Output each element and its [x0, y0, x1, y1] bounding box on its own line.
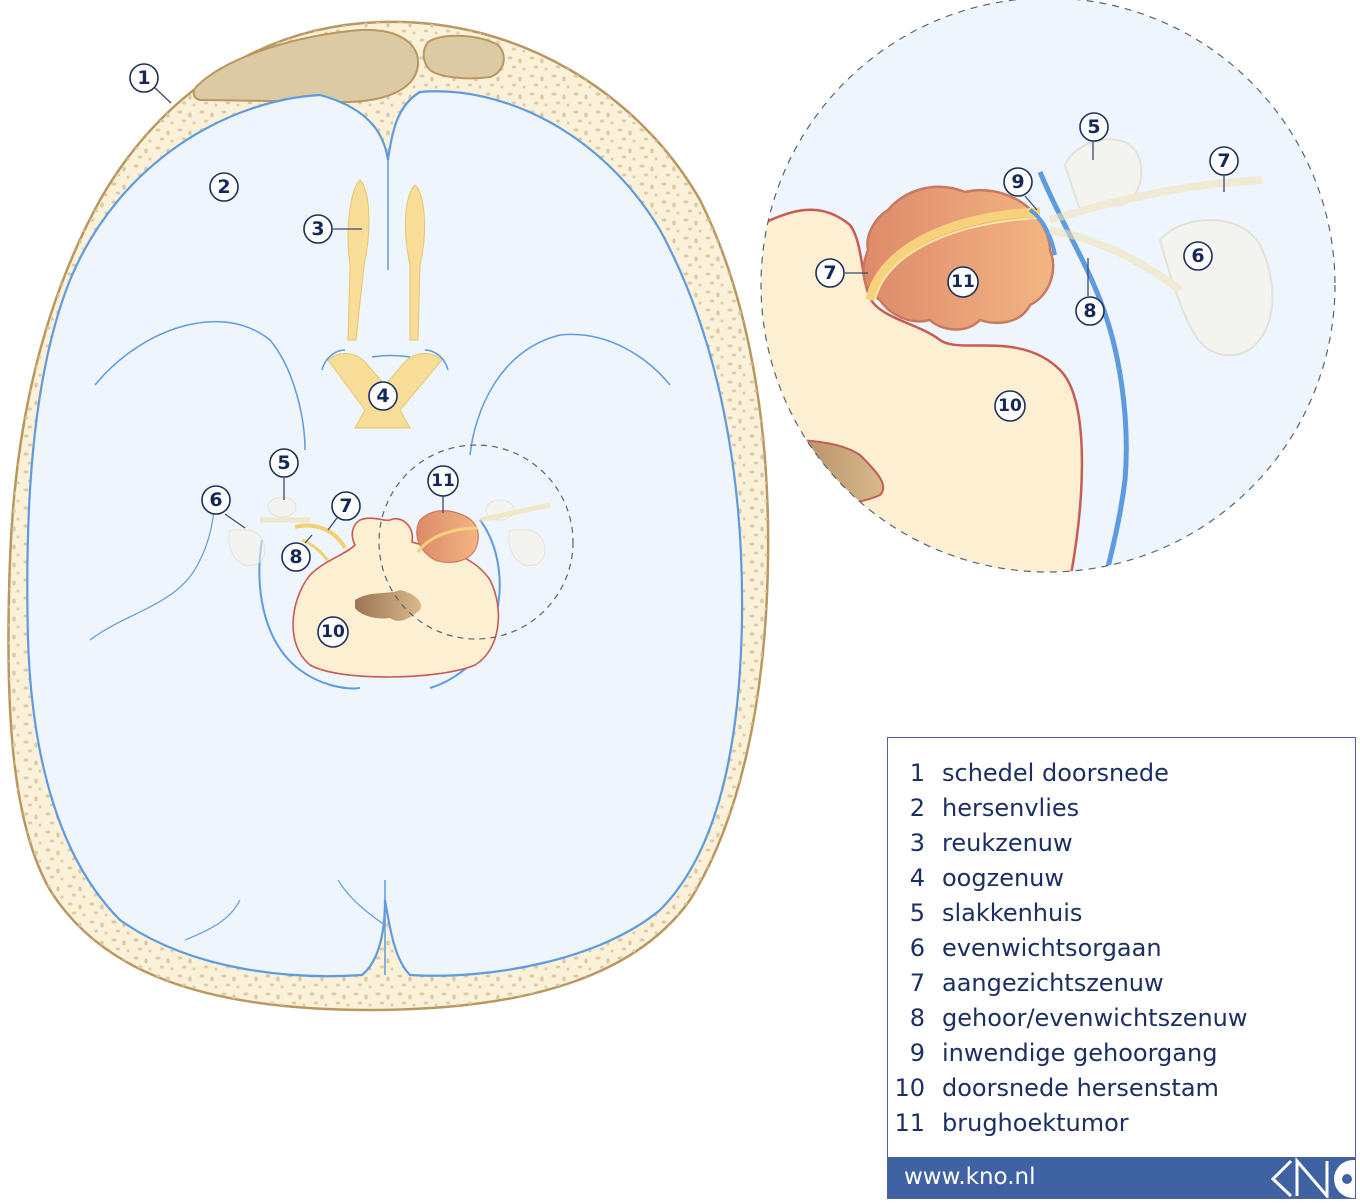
- legend-item: 10 doorsnede hersenstam: [888, 1071, 1355, 1106]
- svg-text:4: 4: [376, 385, 389, 407]
- legend-item: 1 schedel doorsnede: [888, 756, 1355, 791]
- legend-item-label: schedel doorsnede: [942, 759, 1169, 787]
- legend-item-number: 8: [909, 1004, 925, 1032]
- inner-ear-left: [228, 496, 310, 567]
- callout-8: 8: [281, 542, 311, 572]
- legend-item: 9 inwendige gehoorgang: [888, 1036, 1355, 1071]
- detail-view: 5 7 9 7 11 6 8 10: [760, 0, 1336, 573]
- callout-4: 4: [368, 381, 398, 411]
- legend-item-label: inwendige gehoorgang: [942, 1039, 1218, 1067]
- svg-text:7: 7: [1217, 150, 1230, 172]
- svg-text:7: 7: [823, 262, 836, 284]
- svg-text:10: 10: [998, 396, 1022, 416]
- detail-callout-5: 5: [1079, 112, 1109, 142]
- legend-item-label: hersenvlies: [942, 794, 1080, 822]
- legend-item-number: 7: [909, 969, 925, 997]
- callout-3: 3: [303, 214, 333, 244]
- svg-text:5: 5: [1087, 116, 1100, 138]
- svg-text:8: 8: [289, 546, 302, 568]
- detail-callout-9: 9: [1003, 167, 1033, 197]
- svg-text:7: 7: [339, 495, 352, 517]
- skull-main-view: 1 2 3 4 5 6 7 8 10 11: [7, 20, 770, 1012]
- legend-item: 4 oogzenuw: [888, 861, 1355, 896]
- legend-item-label: gehoor/evenwichtszenuw: [942, 1004, 1248, 1032]
- legend-item-number: 4: [909, 864, 925, 892]
- legend-item-label: reukzenuw: [942, 829, 1073, 857]
- legend-footer: www.kno.nl: [888, 1157, 1355, 1198]
- legend-item-label: aangezichtszenuw: [942, 969, 1164, 997]
- detail-callout-6: 6: [1183, 241, 1213, 271]
- detail-callout-8: 8: [1075, 296, 1105, 326]
- legend-item-number: 9: [909, 1039, 925, 1067]
- legend-item: 5 slakkenhuis: [888, 896, 1355, 931]
- callout-2: 2: [209, 172, 239, 202]
- website-link[interactable]: www.kno.nl: [904, 1164, 1036, 1190]
- legend-item-number: 3: [909, 829, 925, 857]
- svg-text:6: 6: [1191, 245, 1204, 267]
- callout-6: 6: [201, 485, 231, 515]
- svg-text:2: 2: [217, 176, 230, 198]
- callout-5: 5: [269, 448, 299, 478]
- legend-item-label: slakkenhuis: [942, 899, 1083, 927]
- tumor-main: [416, 510, 479, 563]
- legend-item-number: 5: [909, 899, 925, 927]
- svg-text:10: 10: [321, 622, 345, 642]
- detail-tumor: [862, 185, 1055, 331]
- detail-callout-10: 10: [994, 390, 1026, 422]
- callout-11: 11: [427, 465, 459, 497]
- legend-item-number: 10: [894, 1074, 925, 1102]
- callout-1: 1: [129, 63, 159, 93]
- svg-text:9: 9: [1011, 171, 1024, 193]
- frontal-sinus-right: [422, 34, 505, 80]
- legend-item-number: 11: [894, 1109, 925, 1137]
- legend-box: 1 schedel doorsnede 2 hersenvlies 3 reukzen…: [887, 737, 1356, 1199]
- legend-item: 6 evenwichtsorgaan: [888, 931, 1355, 966]
- detail-zoom-circle: [378, 444, 574, 640]
- legend-item-number: 6: [909, 934, 925, 962]
- legend-item: 2 hersenvlies: [888, 791, 1355, 826]
- inner-ear-right: [479, 499, 551, 567]
- detail-callout-7-left: 7: [815, 258, 845, 288]
- olfactory-nerve-right: [404, 184, 426, 341]
- svg-text:11: 11: [951, 272, 975, 292]
- legend-item-label: evenwichtsorgaan: [942, 934, 1162, 962]
- legend-item-label: brughoektumor: [942, 1109, 1129, 1137]
- legend-item-number: 2: [909, 794, 925, 822]
- svg-text:8: 8: [1083, 300, 1096, 322]
- callout-10: 10: [317, 616, 349, 648]
- svg-text:11: 11: [431, 471, 455, 491]
- legend-item-label: oogzenuw: [942, 864, 1065, 892]
- fourth-ventricle: [355, 590, 421, 621]
- legend-item: 11 brughoektumor: [888, 1106, 1355, 1141]
- legend-list: 1 schedel doorsnede 2 hersenvlies 3 reukzen…: [888, 738, 1355, 1141]
- legend-item: 7 aangezichtszenuw: [888, 966, 1355, 1001]
- legend-item: 8 gehoor/evenwichtszenuw: [888, 1001, 1355, 1036]
- olfactory-nerve-left: [347, 179, 370, 341]
- svg-text:1: 1: [137, 67, 150, 89]
- detail-callout-7-right: 7: [1209, 146, 1239, 176]
- svg-text:6: 6: [209, 489, 222, 511]
- legend-item-label: doorsnede hersenstam: [942, 1074, 1219, 1102]
- frontal-sinus-left: [192, 28, 420, 104]
- svg-text:5: 5: [277, 452, 290, 474]
- legend-item: 3 reukzenuw: [888, 826, 1355, 861]
- legend-item-number: 1: [909, 759, 925, 787]
- svg-text:3: 3: [311, 218, 324, 240]
- detail-callout-11: 11: [947, 266, 979, 298]
- callout-7: 7: [331, 491, 361, 521]
- kno-logo-icon: [1270, 1157, 1355, 1198]
